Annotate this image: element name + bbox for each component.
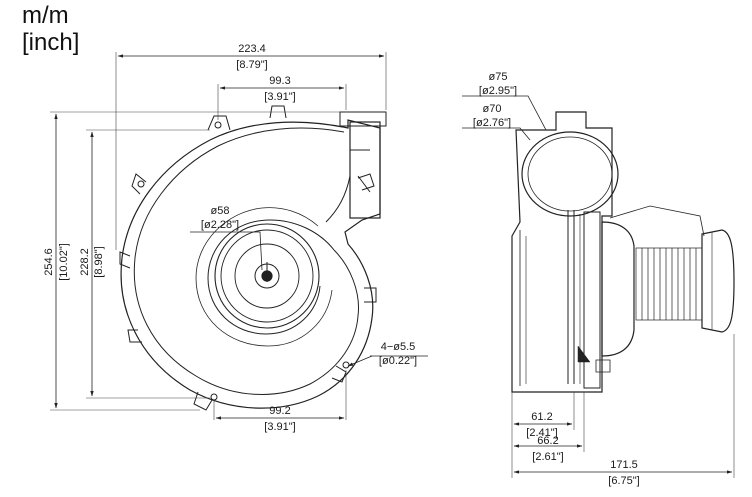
motor-bracket bbox=[609, 205, 705, 237]
volute-spiral bbox=[207, 219, 335, 335]
dim-overall-depth-inch: [6.75"] bbox=[608, 475, 639, 487]
motor-body bbox=[601, 221, 635, 357]
inlet-ring-mid bbox=[220, 229, 314, 323]
dim-outlet-inner: ø70 bbox=[483, 103, 502, 115]
dim-bottom-span: 99.2 bbox=[269, 405, 290, 417]
outlet-flange bbox=[339, 111, 387, 127]
dim-outlet-inner-inch: [ø2.76"] bbox=[473, 117, 511, 129]
dim-overall-height: 254.6 bbox=[43, 248, 55, 276]
dim-inlet-diameter-inch: [ø2.28"] bbox=[201, 219, 239, 231]
volute-housing bbox=[120, 119, 381, 409]
side-view bbox=[511, 111, 735, 393]
motor-flange bbox=[583, 211, 601, 389]
dim-holes: 4−ø5.5 bbox=[381, 341, 416, 353]
dim-outlet-width: 99.3 bbox=[269, 75, 290, 87]
front-dimension-lines bbox=[54, 54, 428, 420]
front-dimension-labels: 223.4 [8.79"] 99.3 [3.91"] ø58 [ø2.28"] … bbox=[201, 43, 417, 433]
dim-outlet-outer: ø75 bbox=[489, 71, 508, 83]
units-label: m/m [inch] bbox=[22, 2, 79, 56]
dim-overall-height-inch: [10.02"] bbox=[58, 243, 70, 281]
inlet-ring-inner bbox=[234, 243, 300, 309]
outlet-collar bbox=[349, 121, 381, 219]
inlet-ring-outer bbox=[214, 223, 320, 329]
dim-inlet-diameter: ø58 bbox=[211, 205, 230, 217]
dim-depth-flange-inch: [2.61"] bbox=[532, 451, 563, 463]
side-housing bbox=[511, 111, 613, 393]
dim-overall-width-inch: [8.79"] bbox=[236, 59, 267, 71]
dim-overall-depth: 171.5 bbox=[610, 459, 638, 471]
front-extension-lines bbox=[50, 52, 387, 420]
dim-mounting-height-inch: [8.98"] bbox=[93, 246, 105, 277]
front-vertical-labels: 254.6 [10.02"] 228.2 [8.98"] bbox=[43, 243, 105, 281]
outlet-throat bbox=[325, 132, 371, 223]
dim-bottom-span-inch: [3.91"] bbox=[264, 421, 295, 433]
mounting-holes bbox=[137, 121, 350, 401]
units-metric: m/m bbox=[22, 2, 69, 29]
side-outlet-outer bbox=[521, 131, 619, 217]
motor-end-cap bbox=[701, 229, 735, 333]
side-dimension-lines bbox=[462, 95, 733, 474]
front-view bbox=[119, 105, 387, 411]
volute-spiral-inner bbox=[195, 207, 333, 347]
dim-outlet-outer-inch: [ø2.95"] bbox=[479, 85, 517, 97]
dim-outlet-width-inch: [3.91"] bbox=[264, 91, 295, 103]
dim-depth-mount: 61.2 bbox=[531, 411, 552, 423]
dim-depth-mount-inch: [2.41"] bbox=[526, 427, 557, 439]
motor-terminals bbox=[595, 359, 611, 373]
units-imperial: [inch] bbox=[22, 29, 80, 56]
side-extension-lines bbox=[511, 334, 735, 478]
dim-depth-flange: 66.2 bbox=[537, 435, 558, 447]
dim-overall-width: 223.4 bbox=[238, 43, 266, 55]
volute-inner-scroll bbox=[133, 127, 359, 395]
dim-mounting-height: 228.2 bbox=[79, 248, 91, 276]
side-dimension-labels: ø75 [ø2.95"] ø70 [ø2.76"] 61.2 [2.41"] 6… bbox=[473, 71, 640, 487]
side-outlet-inner bbox=[527, 136, 613, 212]
motor-windings bbox=[635, 247, 703, 321]
dim-holes-inch: [ø0.22"] bbox=[379, 355, 417, 367]
